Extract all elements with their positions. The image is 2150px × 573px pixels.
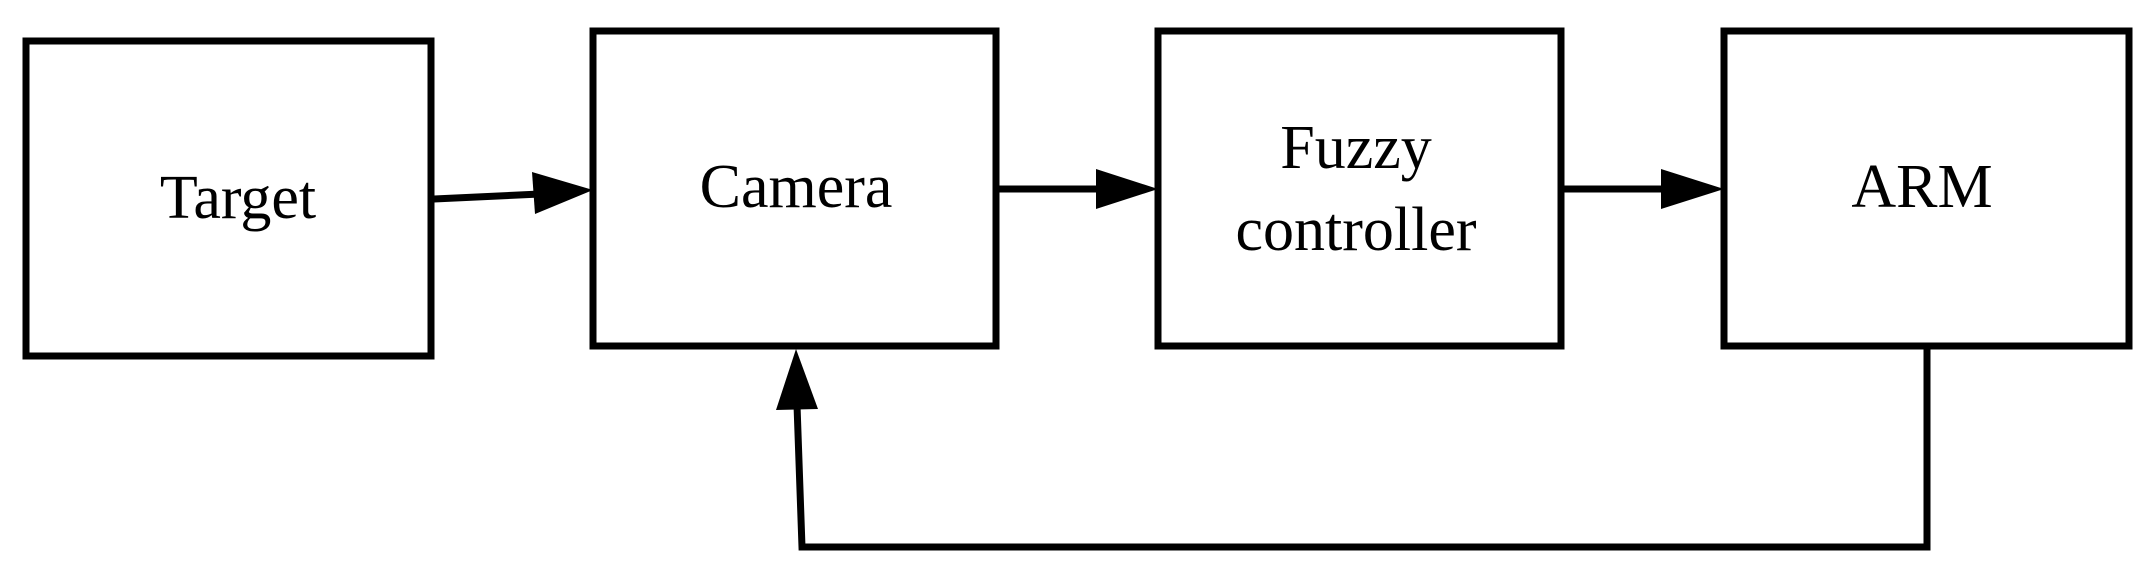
arrow-fuzzy-to-arm	[1564, 169, 1724, 209]
arm-block: ARM	[1720, 27, 2133, 350]
target-label: Target	[160, 164, 316, 232]
arrow-target-to-camera	[433, 172, 593, 214]
camera-block: Camera	[589, 27, 1000, 350]
arm-label: ARM	[1851, 153, 1992, 221]
arrow-camera-to-fuzzy	[999, 169, 1158, 209]
target-block: Target	[22, 37, 435, 360]
fuzzy-controller-block: Fuzzy controller	[1154, 27, 1565, 350]
feedback-arm-to-camera	[776, 349, 1931, 551]
fuzzy-controller-label-line2: controller	[1235, 196, 1476, 264]
camera-label: Camera	[700, 153, 893, 221]
fuzzy-controller-label-line1: Fuzzy	[1280, 114, 1432, 182]
